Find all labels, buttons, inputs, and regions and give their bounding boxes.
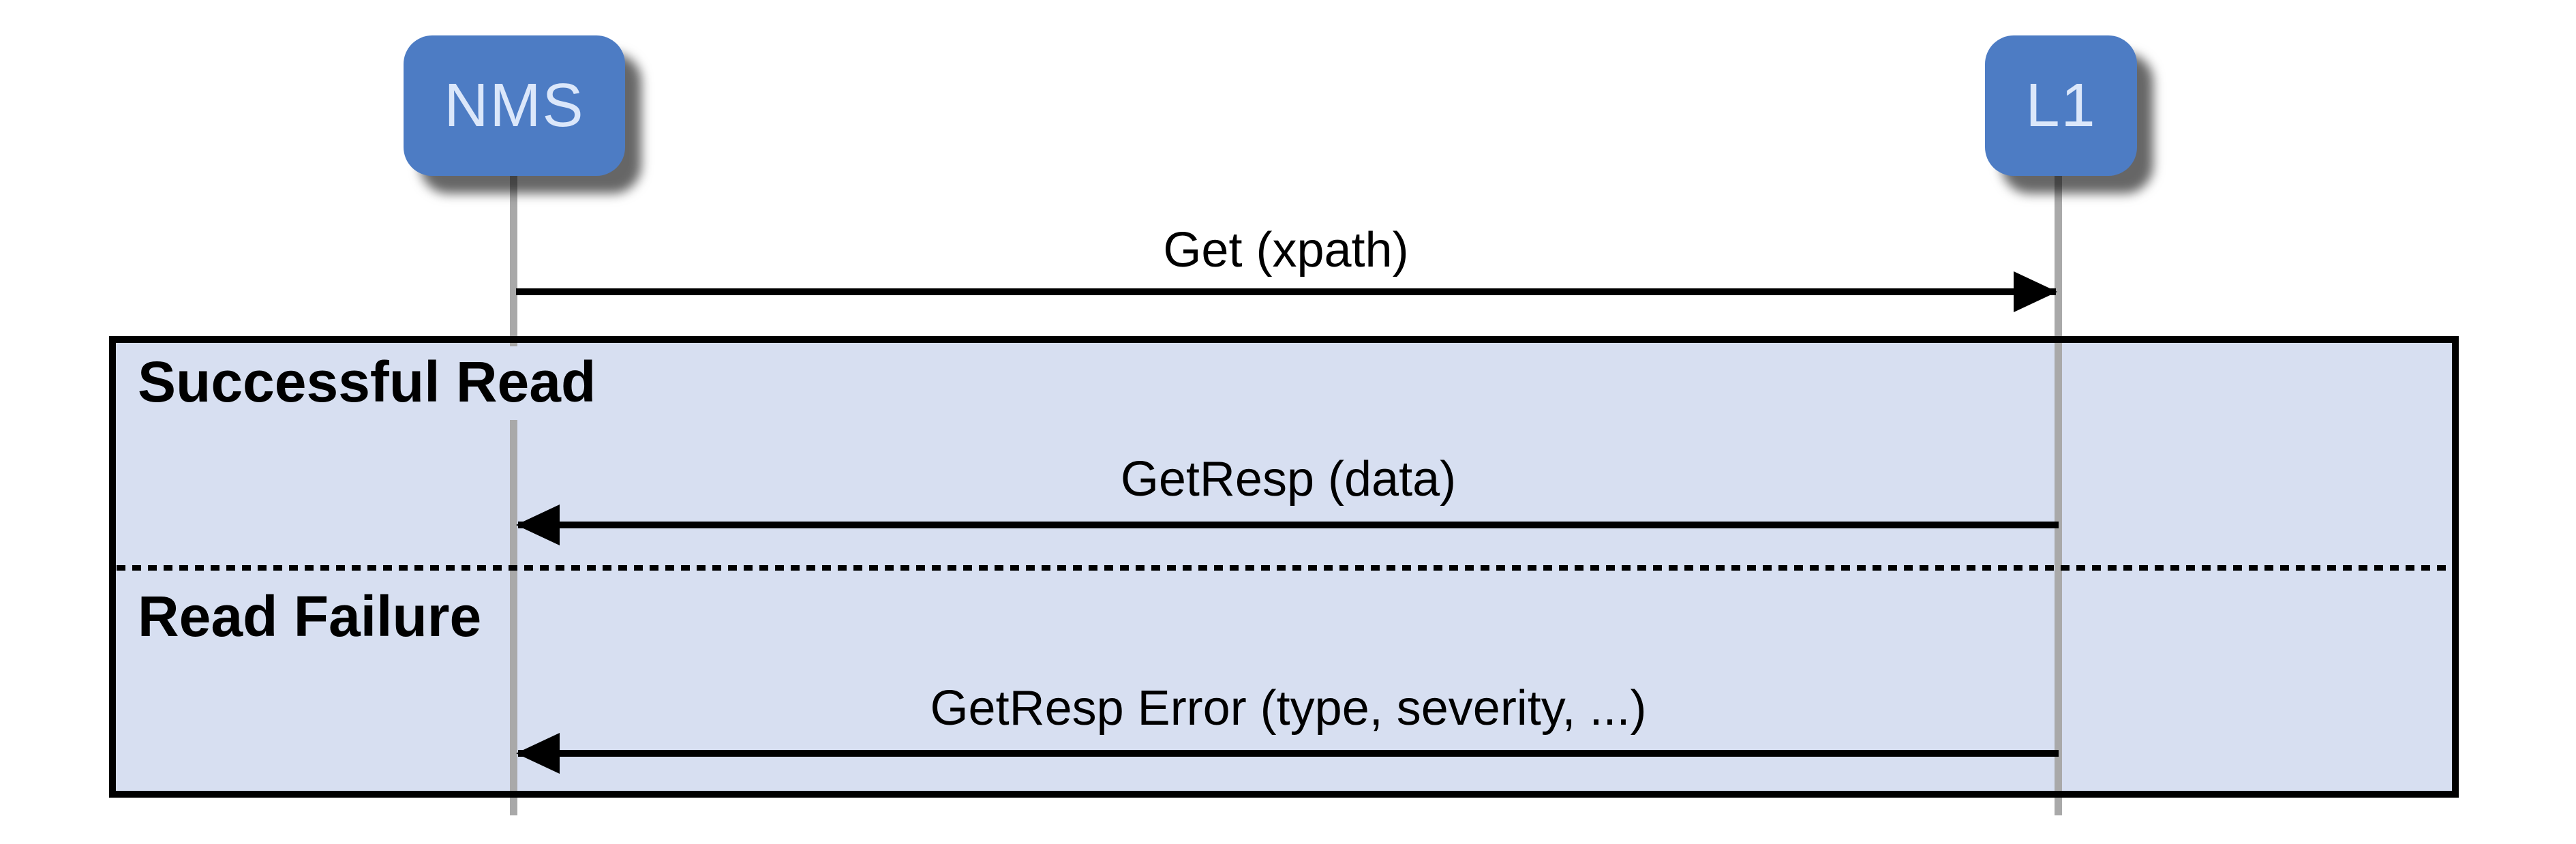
arrowhead-right-icon (2014, 271, 2057, 312)
message-arrow-get (516, 288, 2056, 295)
lifeline-nms (510, 176, 517, 815)
lifeline-l1 (2055, 176, 2062, 815)
actor-label-l1: L1 (2025, 71, 2097, 140)
actor-box-nms: NMS (404, 35, 625, 176)
section-title-successful-read: Successful Read (128, 346, 611, 420)
section-title-read-failure: Read Failure (128, 581, 497, 654)
actor-label-nms: NMS (444, 71, 585, 140)
section-divider (117, 565, 2451, 571)
message-arrow-getresp (518, 522, 2059, 528)
arrowhead-left-icon (516, 504, 560, 545)
message-label-get: Get (xpath) (1163, 223, 1409, 277)
arrowhead-left-icon (516, 733, 560, 774)
message-label-getresp: GetResp (data) (1120, 452, 1457, 507)
message-arrow-getresp-error (518, 750, 2059, 757)
message-label-getresp-error: GetResp Error (type, severity, ...) (930, 681, 1647, 736)
actor-box-l1: L1 (1985, 35, 2137, 176)
